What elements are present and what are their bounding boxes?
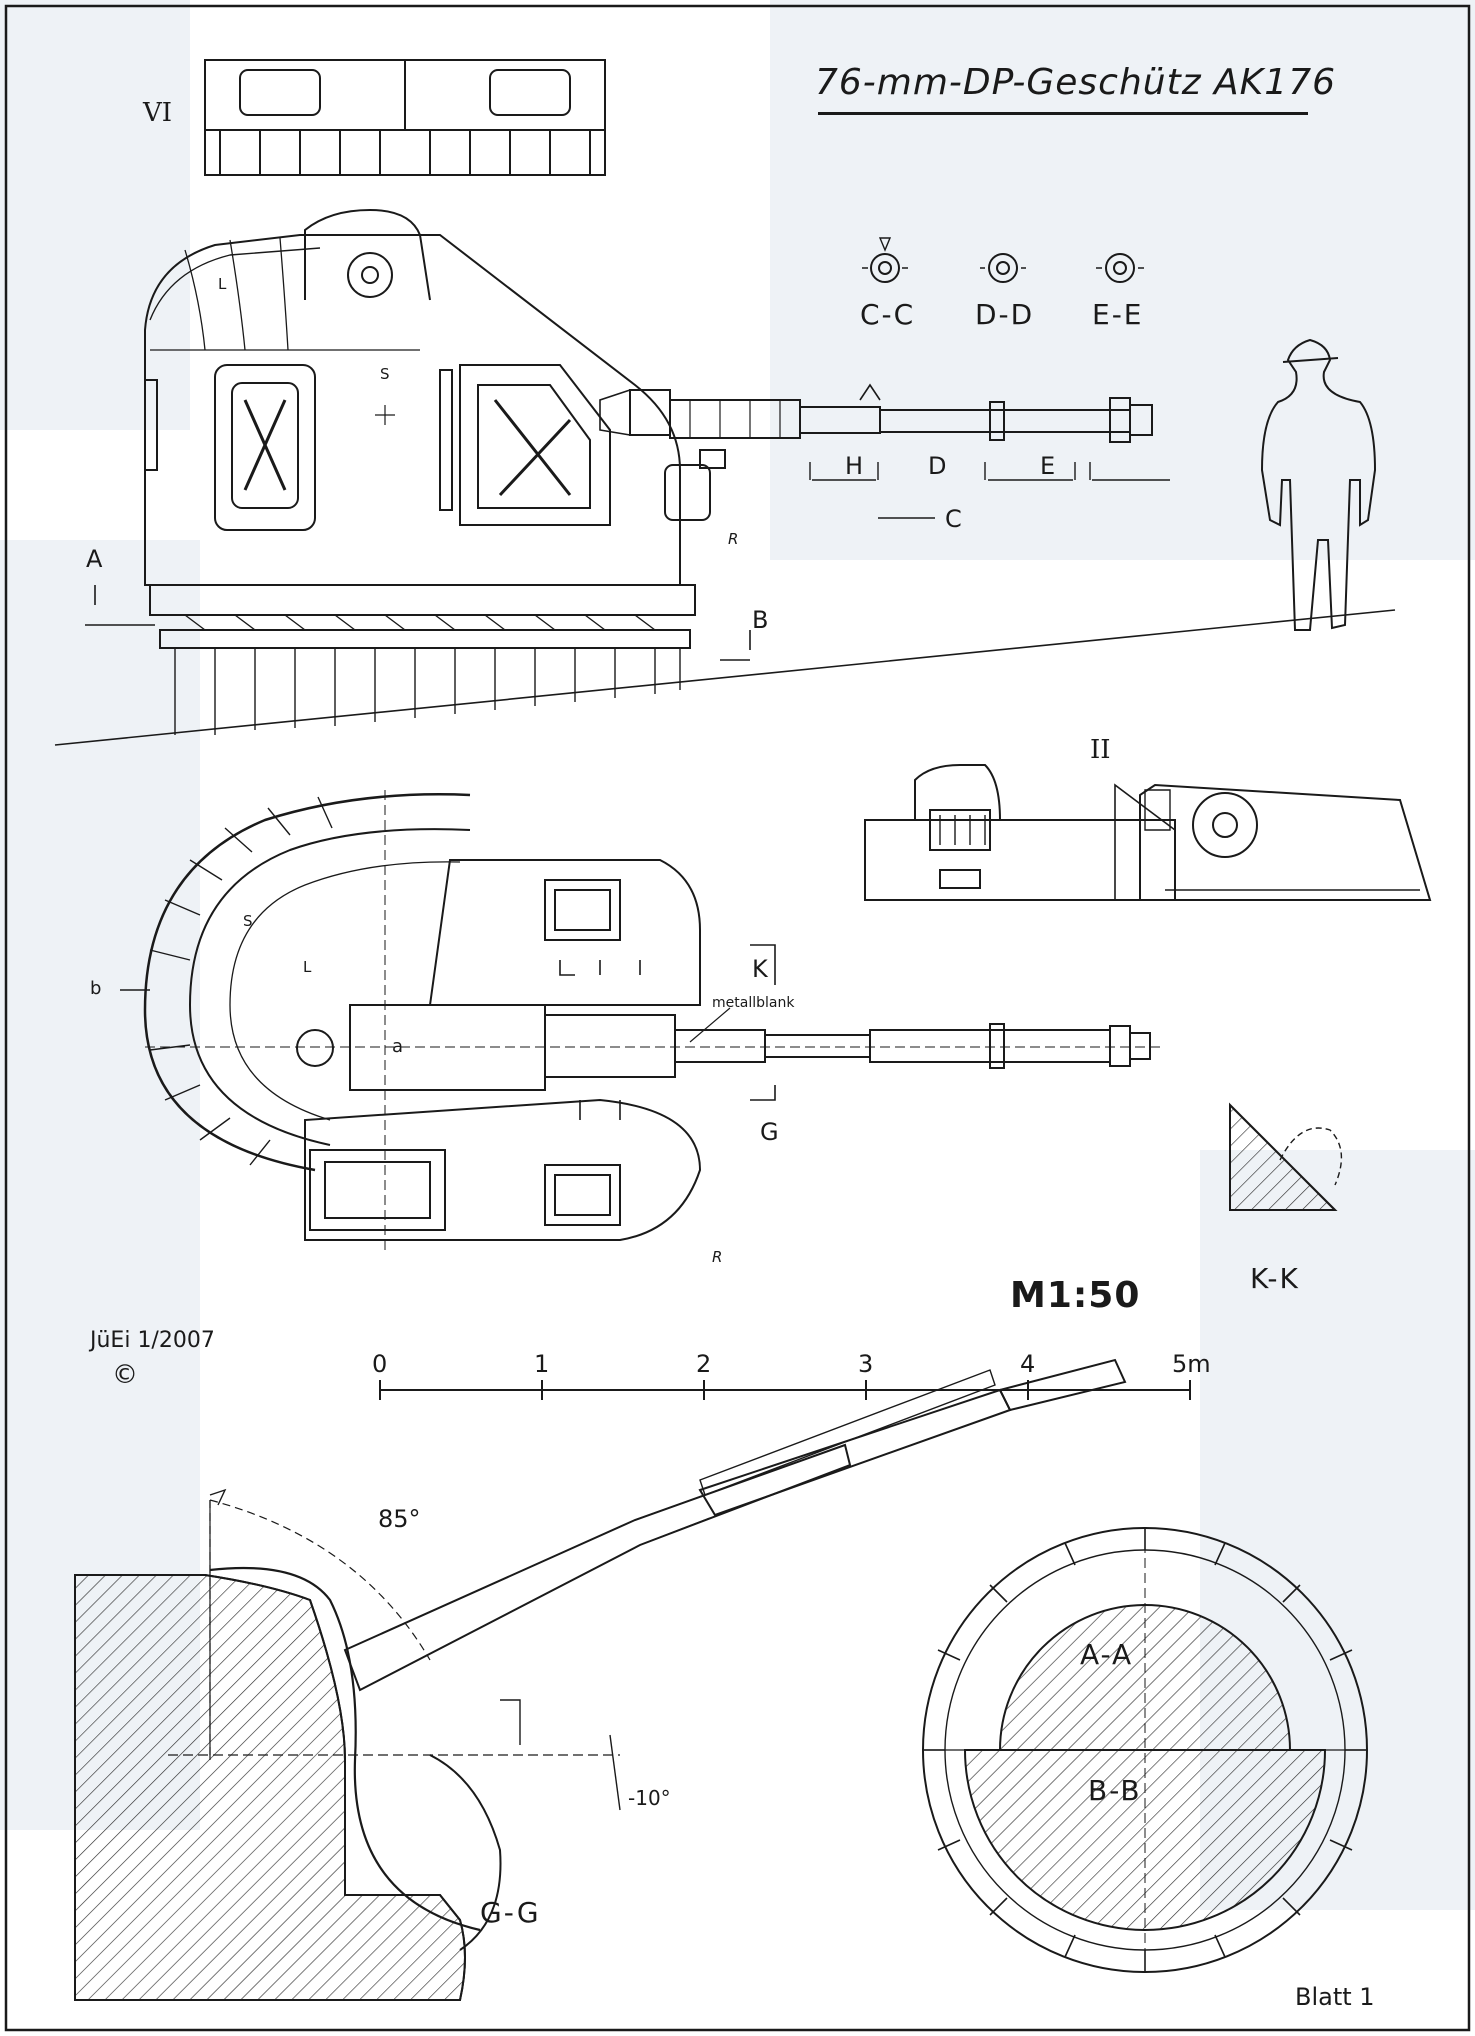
sheet-number: Blatt 1 — [1295, 1983, 1375, 2011]
scale-ratio: M1:50 — [1010, 1275, 1141, 1316]
marker-b-small: b — [90, 978, 102, 999]
gg-section-drawing — [74, 1358, 1127, 2001]
marker-r-plan: R — [712, 1248, 723, 1266]
view-vi-label: VI — [143, 98, 173, 128]
side-elevation-drawing — [54, 208, 1396, 746]
elevation-max-angle: 85° — [378, 1505, 421, 1533]
section-dd-label: D-D — [975, 298, 1035, 331]
scale-tick-4: 4 — [1020, 1350, 1036, 1378]
drawing-title: 76-mm-DP-Geschütz AK176 — [815, 62, 1337, 103]
title-underline — [818, 112, 1308, 115]
marker-b: B — [752, 606, 769, 634]
section-kk-label: K-K — [1250, 1262, 1300, 1295]
marker-a: A — [86, 545, 103, 573]
ring-section-drawing — [922, 1527, 1368, 1973]
marker-e: E — [1040, 452, 1056, 480]
marker-a-small: a — [392, 1036, 404, 1057]
marker-s-plan: S — [243, 912, 253, 930]
background-print-zone — [0, 0, 190, 430]
section-ee-label: E-E — [1092, 298, 1144, 331]
scale-tick-0: 0 — [372, 1350, 388, 1378]
section-cc-label: C-C — [860, 298, 916, 331]
marker-l-plan: L — [303, 958, 312, 976]
marker-g: G — [760, 1118, 779, 1146]
marker-d: D — [928, 452, 947, 480]
marker-r: R — [728, 530, 739, 548]
view-vi-drawing — [204, 59, 606, 176]
scale-tick-2: 2 — [696, 1350, 712, 1378]
kk-section-drawing — [1229, 1102, 1343, 1211]
section-gg-label: G-G — [480, 1896, 541, 1929]
marker-c: C — [945, 505, 962, 533]
metallblank-note: metallblank — [712, 995, 795, 1011]
background-print-zone — [770, 0, 1475, 560]
marker-h: H — [845, 452, 864, 480]
section-aa-label: A-A — [1080, 1638, 1134, 1671]
marker-l: L — [218, 275, 227, 293]
scale-tick-1: 1 — [534, 1350, 550, 1378]
view-ii-drawing — [864, 764, 1432, 901]
sheet-border — [4, 4, 1471, 2032]
marker-s: S — [380, 365, 390, 383]
scale-tick-3: 3 — [858, 1350, 874, 1378]
marker-k: K — [752, 955, 768, 983]
author-signature: JüEi 1/2007 — [90, 1328, 215, 1353]
scale-tick-5m: 5m — [1172, 1350, 1211, 1378]
view-ii-label: II — [1090, 735, 1111, 765]
barrel-sections-icons — [862, 237, 1144, 283]
elevation-min-angle: -10° — [628, 1786, 671, 1810]
scale-bar — [379, 1380, 1191, 1400]
copyright-mark: © — [112, 1360, 138, 1390]
section-bb-label: B-B — [1088, 1774, 1142, 1807]
top-plan-drawing — [120, 790, 1160, 1250]
